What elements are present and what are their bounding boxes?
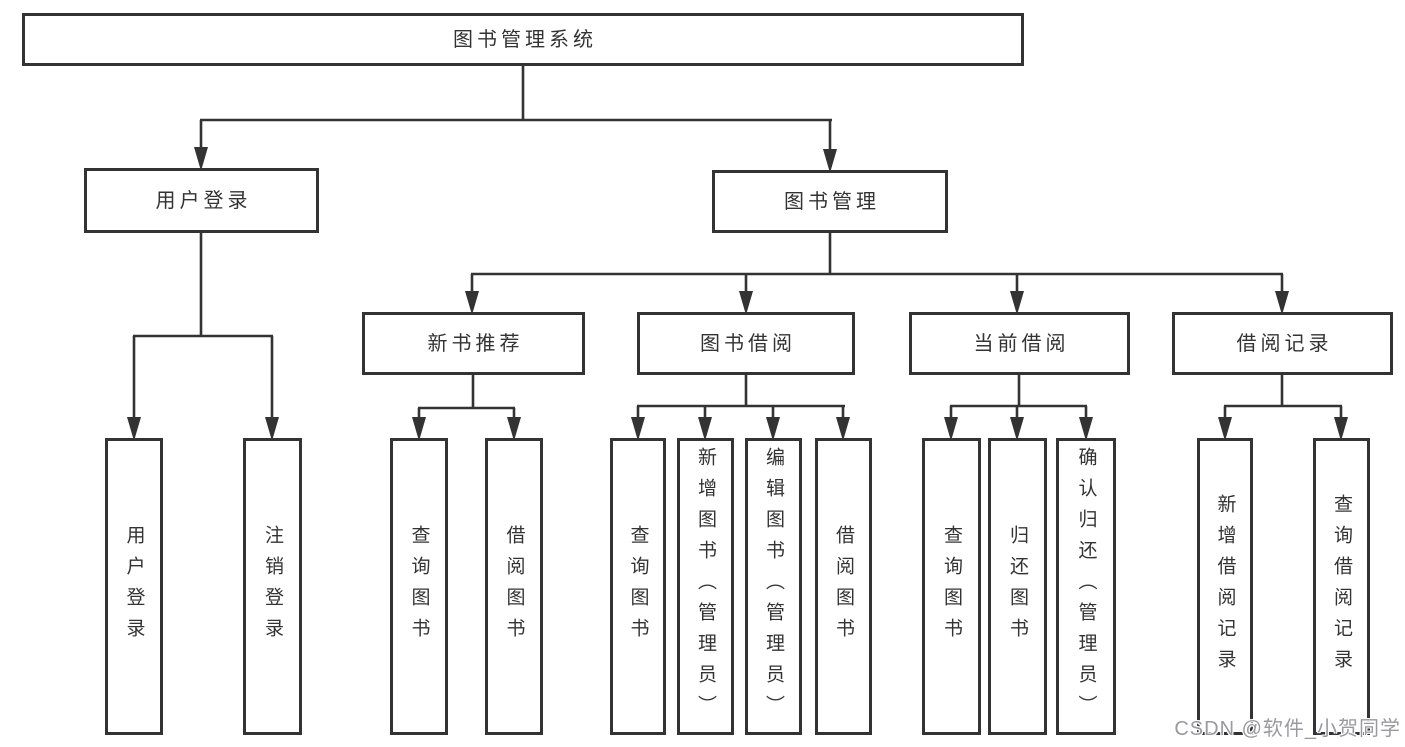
node-current-borrowing: 当前借阅 (909, 312, 1130, 375)
watermark-text: CSDN @软件_小贺同学 (1174, 718, 1401, 740)
node-root: 图书管理系统 (22, 13, 1024, 66)
leaf-cb-confirm-return-admin: 确认归还（管理员） (1056, 438, 1116, 735)
leaf-bb-borrow-books: 借阅图书 (815, 438, 872, 735)
leaf-logout: 注销登录 (243, 438, 302, 735)
leaf-nb-borrow-books: 借阅图书 (485, 438, 543, 735)
node-borrow-records: 借阅记录 (1172, 312, 1393, 375)
leaf-br-add-record: 新增借阅记录 (1197, 438, 1253, 735)
leaf-user-login: 用户登录 (105, 438, 163, 735)
leaf-bb-query-books: 查询图书 (610, 438, 666, 735)
node-book-borrowing: 图书借阅 (637, 312, 855, 375)
node-book-management: 图书管理 (712, 170, 948, 233)
node-new-book-recommend: 新书推荐 (362, 312, 585, 375)
leaf-cb-return-books: 归还图书 (988, 438, 1047, 735)
leaf-cb-query-books: 查询图书 (922, 438, 981, 735)
leaf-br-query-record: 查询借阅记录 (1313, 438, 1370, 735)
leaf-nb-query-books: 查询图书 (390, 438, 448, 735)
leaf-bb-add-book-admin: 新增图书（管理员） (677, 438, 734, 735)
leaf-bb-edit-book-admin: 编辑图书（管理员） (745, 438, 802, 735)
node-user-login: 用户登录 (84, 168, 319, 233)
